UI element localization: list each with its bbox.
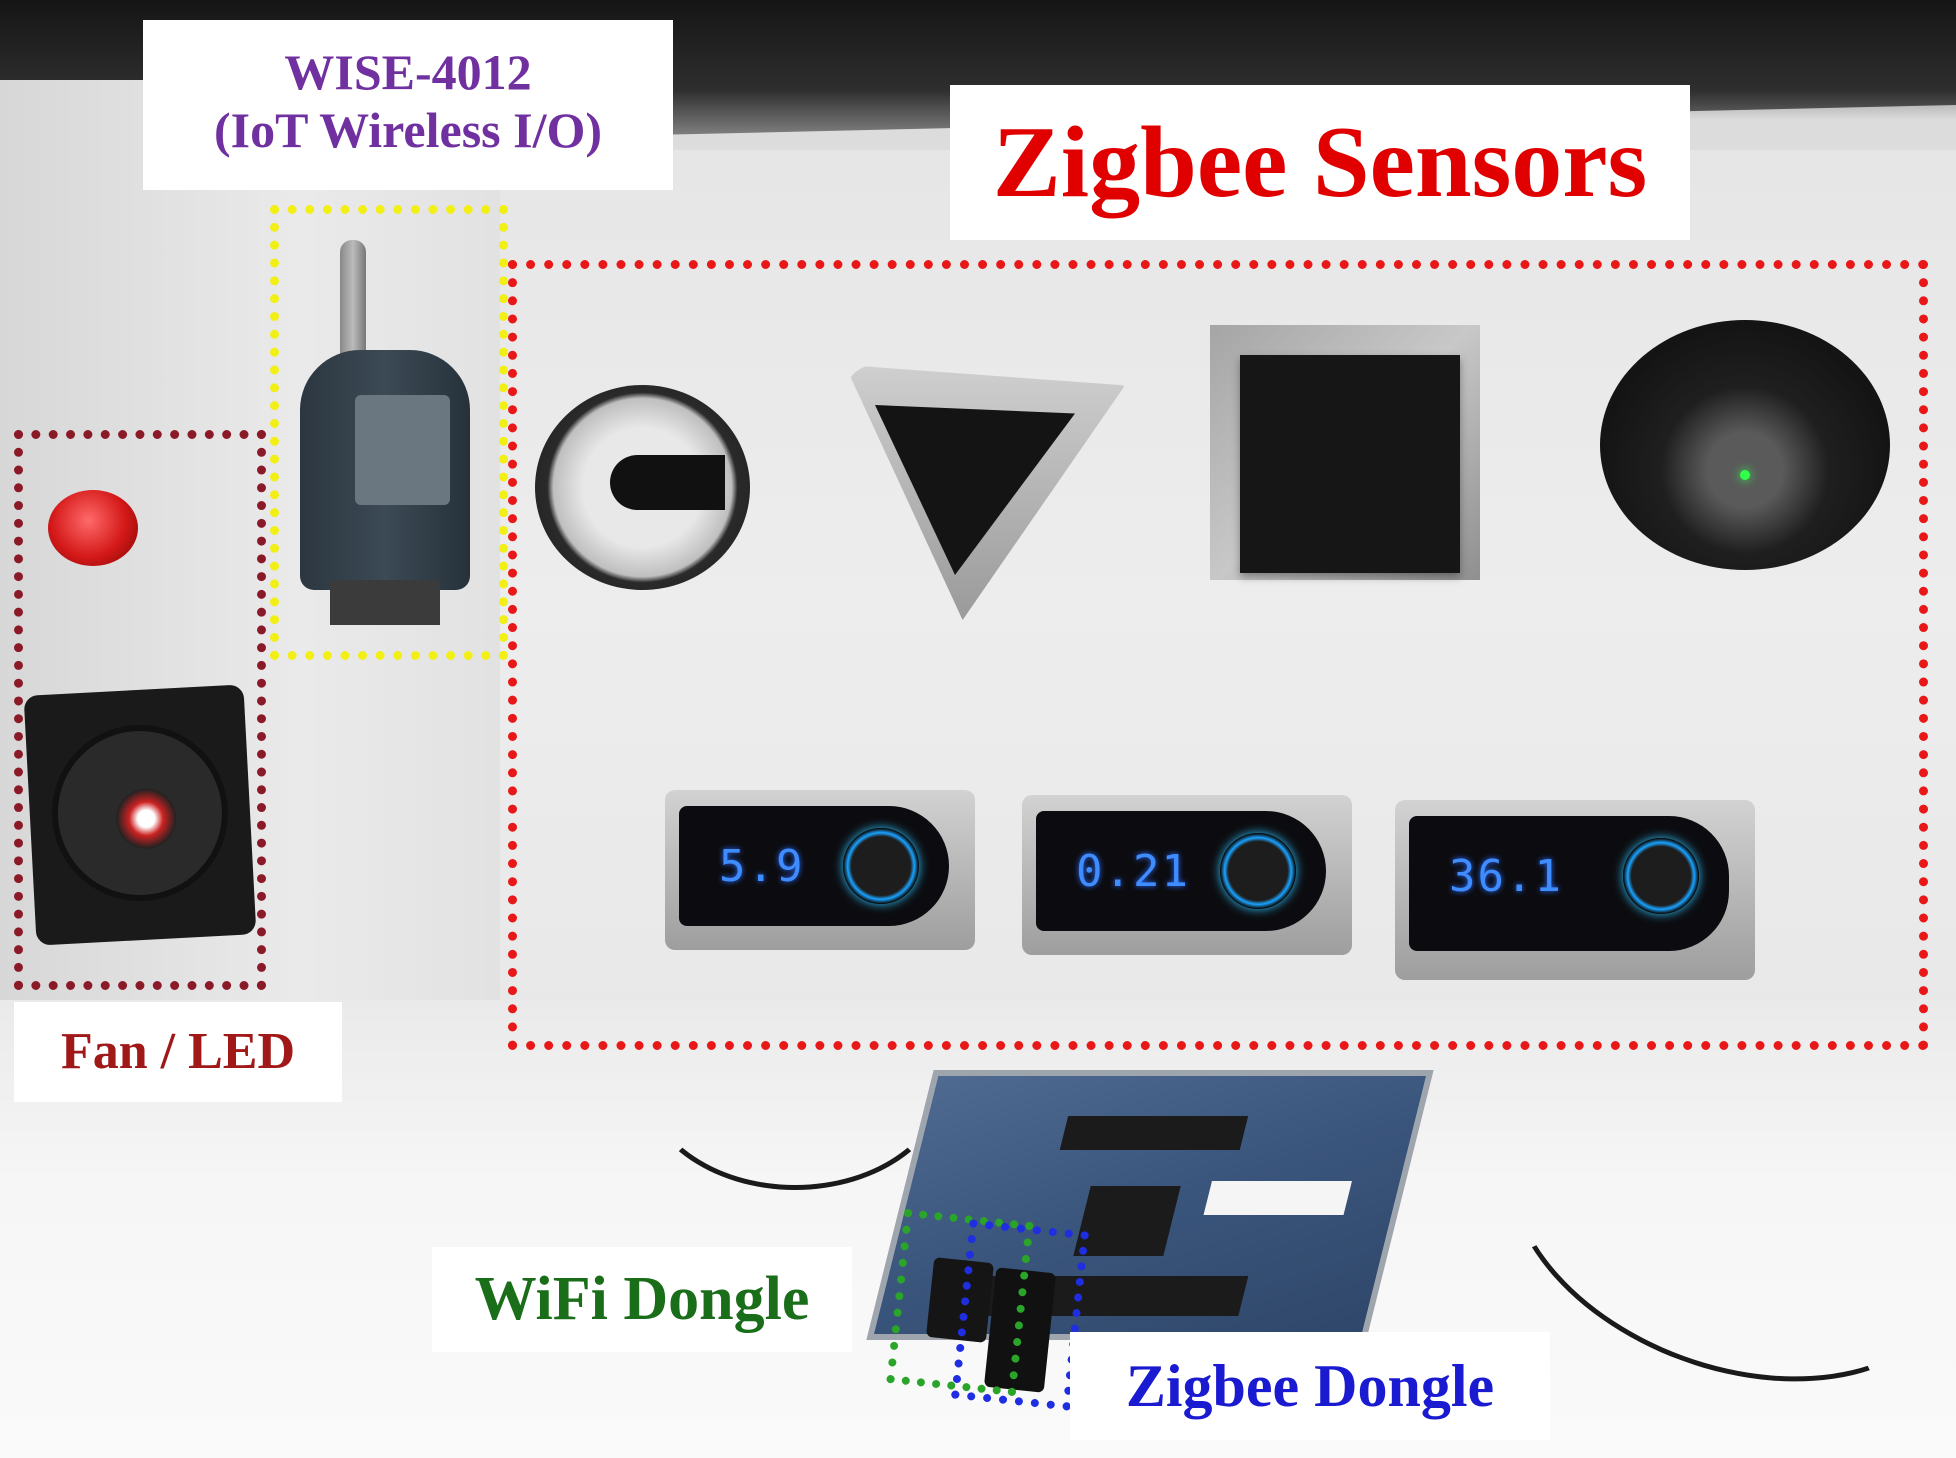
- wise-label-line1: WISE-4012: [284, 44, 532, 100]
- dome-status-light: [1740, 470, 1750, 480]
- panel-3-reading: 36.1: [1449, 851, 1563, 902]
- wise-label-line2: (IoT Wireless I/O): [213, 101, 602, 158]
- board-header-pins: [1059, 1116, 1249, 1150]
- zigbee-dongle-label: Zigbee Dongle: [1070, 1332, 1550, 1440]
- zigbee-display-panel-1: 5.9: [665, 790, 975, 950]
- fan-led-label: Fan / LED: [14, 1002, 342, 1102]
- panel-2-knob: [1220, 833, 1296, 909]
- zigbee-display-panel-3: 36.1: [1395, 800, 1755, 980]
- panel-1-knob: [843, 828, 919, 904]
- zigbee-sensor-ring: [535, 385, 750, 590]
- zigbee-dongle-label-part2: Dongle: [1314, 1353, 1495, 1419]
- zigbee-sensors-highlight-box: [508, 260, 1928, 1050]
- zigbee-dongle-label-part1: Zigbee: [1125, 1353, 1300, 1419]
- zigbee-dongle-highlight-box: [950, 1219, 1090, 1411]
- zigbee-display-panel-2: 0.21: [1022, 795, 1352, 955]
- wifi-dongle-label: WiFi Dongle: [432, 1247, 852, 1352]
- fan-led-highlight-box: [14, 430, 266, 990]
- wise-body: [300, 350, 470, 590]
- panel-1-screen: 5.9: [679, 806, 949, 926]
- board-sticker: [1203, 1181, 1352, 1215]
- panel-3-screen: 36.1: [1409, 816, 1729, 951]
- zigbee-sensors-label: Zigbee Sensors: [950, 85, 1690, 240]
- panel-2-screen: 0.21: [1036, 811, 1326, 931]
- wise-terminal-block: [330, 580, 440, 625]
- wise-label: WISE-4012 (IoT Wireless I/O): [143, 20, 673, 190]
- wise-highlight-box: [270, 205, 508, 660]
- panel-3-knob: [1623, 838, 1699, 914]
- board-chip: [1073, 1186, 1181, 1256]
- wise-antenna: [340, 240, 366, 370]
- ring-sensor-bar: [610, 455, 725, 510]
- panel-2-reading: 0.21: [1076, 846, 1190, 897]
- red-led: [48, 490, 138, 566]
- wise-front-panel: [355, 395, 450, 505]
- zigbee-sensor-dome: [1600, 320, 1890, 570]
- wise-4012-device: [300, 240, 470, 630]
- zigbee-sensor-square: [1240, 355, 1460, 573]
- panel-1-reading: 5.9: [719, 841, 805, 892]
